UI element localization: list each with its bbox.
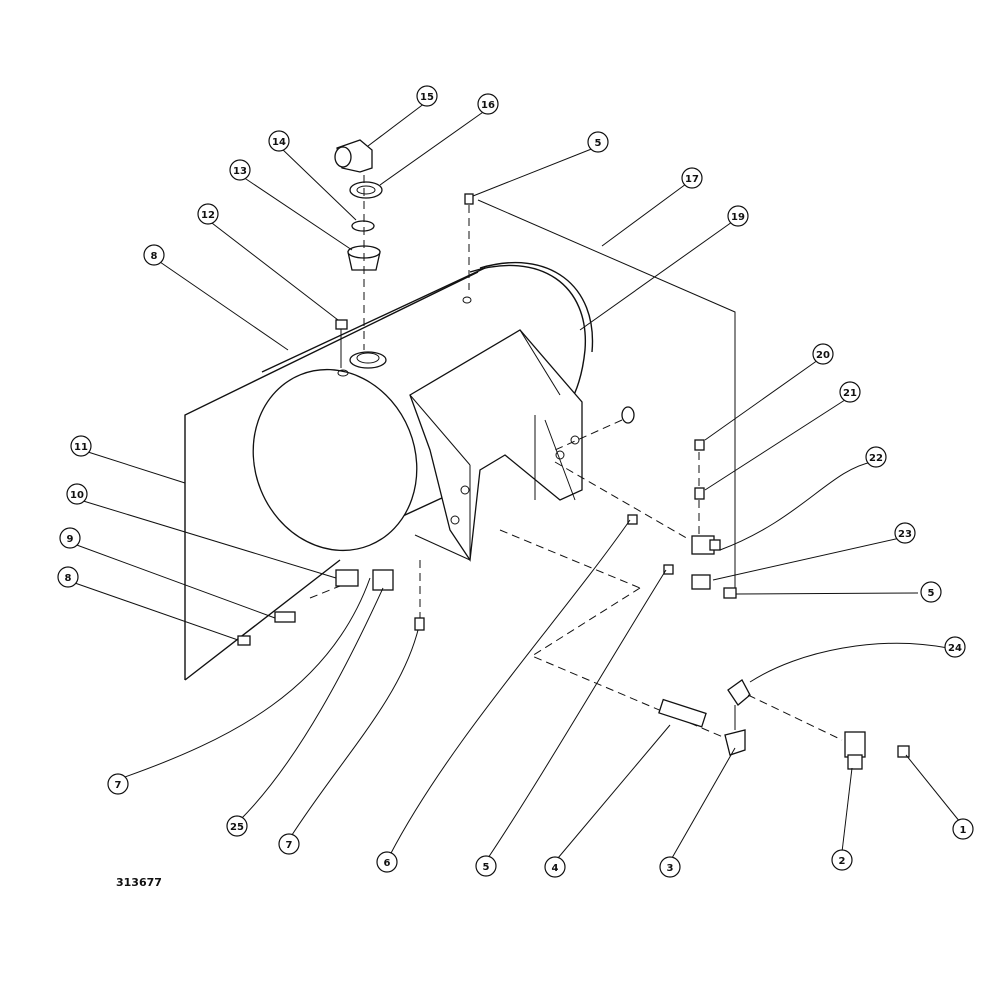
callout-14: 14 <box>268 130 290 152</box>
svg-text:17: 17 <box>685 174 699 185</box>
callout-8-bottom: 8 <box>57 566 79 588</box>
svg-text:1: 1 <box>960 825 967 836</box>
callout-25: 25 <box>226 815 248 837</box>
callout-7-left: 7 <box>107 773 129 795</box>
callout-12: 12 <box>197 203 219 225</box>
callout-8-top: 8 <box>143 244 165 266</box>
svg-text:3: 3 <box>667 863 674 874</box>
svg-text:22: 22 <box>869 453 883 464</box>
leader-lines <box>71 102 961 859</box>
svg-text:2: 2 <box>839 856 846 867</box>
return-line <box>477 199 736 590</box>
callout-9: 9 <box>59 527 81 549</box>
svg-text:5: 5 <box>483 862 490 873</box>
callout-23: 23 <box>894 522 916 544</box>
callout-17: 17 <box>681 167 703 189</box>
callout-13: 13 <box>229 159 251 181</box>
svg-text:13: 13 <box>233 166 247 177</box>
svg-text:25: 25 <box>230 822 244 833</box>
svg-text:23: 23 <box>898 529 912 540</box>
callout-24: 24 <box>944 636 966 658</box>
svg-text:19: 19 <box>731 212 745 223</box>
svg-text:20: 20 <box>816 350 830 361</box>
svg-text:14: 14 <box>272 137 286 148</box>
filter-assembly <box>658 679 910 770</box>
svg-text:24: 24 <box>948 643 962 654</box>
elbow-fitting-lower <box>663 564 674 575</box>
callout-2: 2 <box>831 849 853 871</box>
callout-19: 19 <box>727 205 749 227</box>
drawing-number: 313677 <box>116 876 162 889</box>
callout-5-right: 5 <box>920 581 942 603</box>
bulkhead-fitting <box>621 406 635 424</box>
callout-20: 20 <box>812 343 834 365</box>
svg-text:4: 4 <box>552 863 559 874</box>
callout-10: 10 <box>66 483 88 505</box>
callout-7-center: 7 <box>278 833 300 855</box>
top-elbow-fitting <box>464 193 474 290</box>
callout-16: 16 <box>477 93 499 115</box>
drain-fittings <box>237 560 425 646</box>
callout-15: 15 <box>416 85 438 107</box>
callout-5-bottom: 5 <box>475 855 497 877</box>
svg-text:9: 9 <box>67 534 74 545</box>
svg-text:7: 7 <box>286 840 293 851</box>
callout-11: 11 <box>70 435 92 457</box>
callout-6: 6 <box>376 851 398 873</box>
svg-text:15: 15 <box>420 92 434 103</box>
callout-21: 21 <box>839 381 861 403</box>
svg-text:6: 6 <box>384 858 391 869</box>
filler-cap-assembly <box>334 139 383 350</box>
vent-fitting <box>335 319 348 368</box>
svg-text:10: 10 <box>70 490 84 501</box>
svg-text:7: 7 <box>115 780 122 791</box>
valve-group <box>554 439 737 599</box>
callout-5-top: 5 <box>587 131 609 153</box>
callout-1: 1 <box>952 818 974 840</box>
svg-text:8: 8 <box>65 573 72 584</box>
svg-text:5: 5 <box>928 588 935 599</box>
callout-22: 22 <box>865 446 887 468</box>
svg-text:5: 5 <box>595 138 602 149</box>
svg-text:16: 16 <box>481 100 495 111</box>
callout-4: 4 <box>544 856 566 878</box>
callout-3: 3 <box>659 856 681 878</box>
svg-text:8: 8 <box>151 251 158 262</box>
fuel-tank <box>184 261 594 681</box>
svg-text:21: 21 <box>843 388 857 399</box>
svg-text:11: 11 <box>74 442 88 453</box>
svg-text:12: 12 <box>201 210 215 221</box>
tee-fitting <box>627 514 638 525</box>
